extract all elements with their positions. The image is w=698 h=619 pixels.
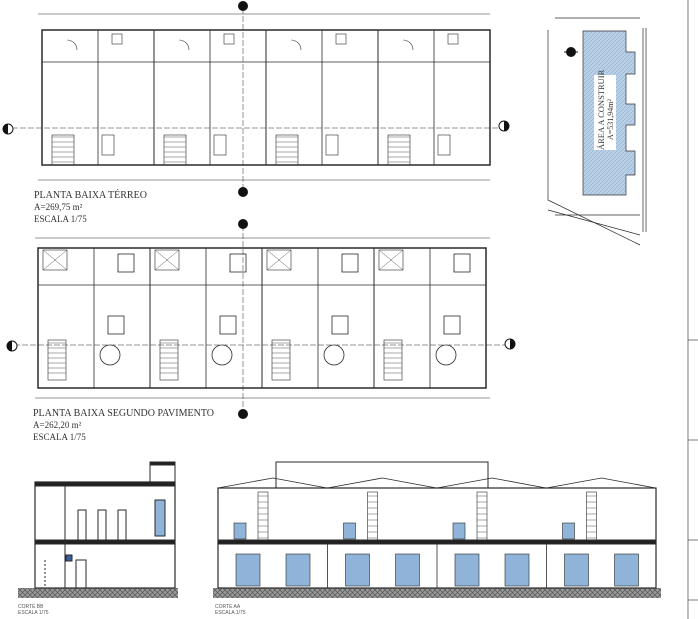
title-block-edge [687, 0, 698, 619]
unit-section-2 [327, 477, 437, 588]
unit-section-4 [546, 477, 656, 588]
plan-ground-area: A=269,75 m² [34, 202, 83, 212]
section-marker-bottom-2 [238, 409, 248, 419]
unit-ground-4 [377, 29, 491, 166]
section-bb-scale: ESCALA 1/75 [18, 610, 49, 616]
plan-upper-title: PLANTA BAIXA SEGUNDO PAVIMENTO [33, 408, 214, 419]
section-marker-bottom [238, 187, 248, 197]
plan-upper-floor [14, 225, 505, 412]
unit-ground-1 [41, 29, 155, 166]
section-marker-right-2 [504, 338, 516, 350]
unit-upper-4 [373, 247, 487, 389]
unit-ground-2 [153, 29, 267, 166]
plan-ground-floor [12, 8, 500, 188]
plan-upper-area: A=262,20 m² [33, 420, 82, 430]
section-aa [213, 461, 661, 598]
unit-upper-2 [149, 247, 263, 389]
site-area-value: A=531,94m² [606, 98, 615, 140]
unit-upper-1 [37, 247, 151, 389]
section-marker-top-2 [238, 219, 248, 229]
section-aa-title: CORTE AA [215, 604, 241, 610]
site-plan [547, 17, 647, 246]
unit-section-3 [436, 477, 547, 588]
unit-ground-3 [265, 29, 379, 166]
unit-section-1 [217, 477, 328, 588]
site-area-label: ÁREA A CONSTRUIR [596, 69, 606, 150]
unit-upper-3 [261, 247, 375, 389]
plan-ground-title: PLANTA BAIXA TÉRREO [34, 189, 147, 201]
plan-ground-scale: ESCALA 1/75 [34, 214, 87, 224]
section-bb-title: CORTE BB [18, 604, 44, 610]
section-bb [18, 461, 178, 598]
plan-upper-scale: ESCALA 1/75 [33, 432, 86, 442]
section-marker-left-2 [6, 340, 18, 352]
section-marker-top [238, 1, 248, 11]
section-aa-scale: ESCALA 1/75 [215, 610, 246, 616]
north-arrow-icon [564, 47, 578, 57]
section-marker-left [2, 123, 14, 135]
section-marker-right [498, 120, 510, 132]
